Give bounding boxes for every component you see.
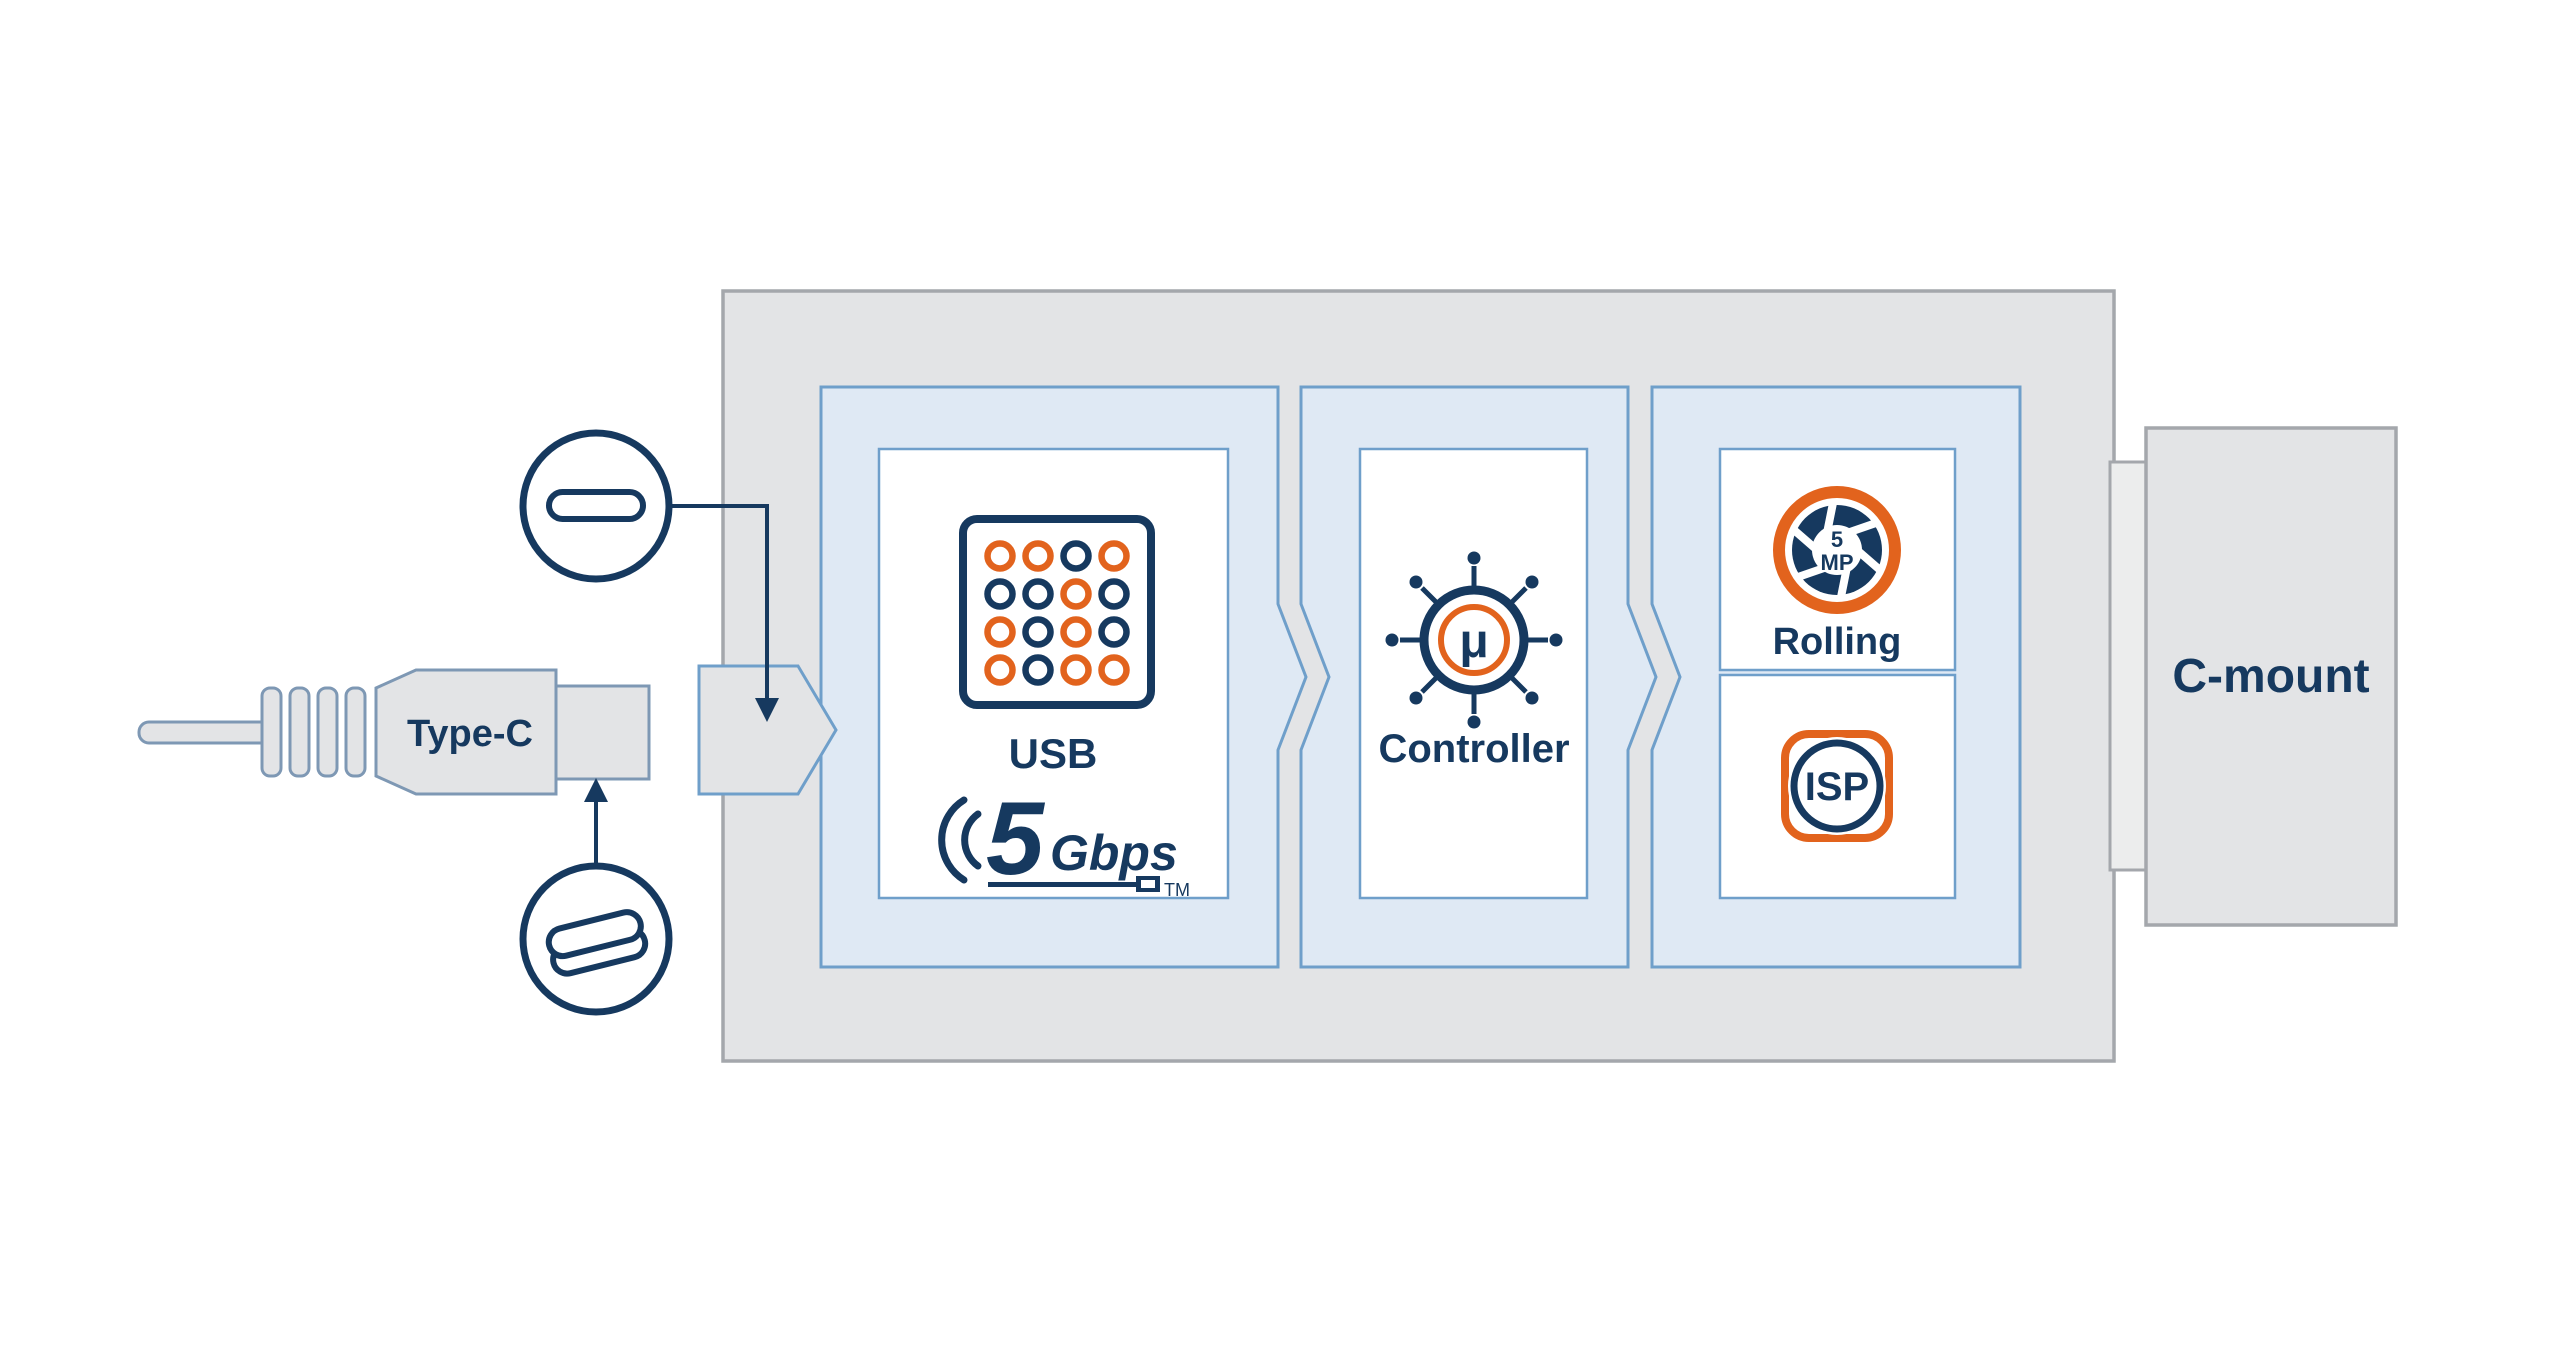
- usb-5gbps-logo: 5 Gbps TM: [938, 781, 1190, 900]
- usb-c-plug-icon: [545, 909, 649, 977]
- mcu-pin-dot: [1409, 575, 1423, 589]
- isp-corner-frame: [1781, 730, 1893, 842]
- cable-plug-body: [374, 668, 558, 796]
- shutter-icon: 5 MP: [1773, 486, 1901, 614]
- cable-plug-tip: [554, 684, 651, 781]
- mcu-inner-ring: [1438, 604, 1510, 676]
- mcu-pin-dot: [1467, 715, 1481, 729]
- usb-c-port-icon: [546, 489, 646, 522]
- mcu-pin-dot: [1409, 691, 1423, 705]
- controller-label: Controller: [1378, 727, 1569, 771]
- isp-ring: [1790, 739, 1884, 833]
- speed-trademark: TM: [1164, 880, 1190, 900]
- speed-value: 5: [986, 781, 1046, 897]
- c-mount-label: C-mount: [2172, 650, 2369, 703]
- mcu-pin-dot: [1549, 633, 1563, 647]
- mcu-symbol: μ: [1459, 615, 1488, 668]
- mcu-pin: [1510, 676, 1528, 694]
- arrow-port-to-body: [669, 504, 779, 722]
- isp-card-box: [1718, 673, 1957, 900]
- sensor-resolution-value: 5: [1831, 527, 1843, 552]
- speed-underline: [988, 882, 1136, 887]
- usb-c-port-callout: [519, 429, 673, 583]
- usb-c-plug-callout: [519, 862, 673, 1016]
- mcu-pin: [1510, 586, 1528, 604]
- usb-connector-icon: [959, 515, 1155, 709]
- arrow-plug-to-cable: [584, 778, 608, 864]
- isp-card: ISP: [1718, 673, 1957, 900]
- controller-card: μ Controller: [1358, 447, 1589, 900]
- sensor-card: 5 MP Rolling: [1718, 447, 1957, 672]
- cable-strain-relief: [260, 686, 367, 778]
- speed-arc-outer: [938, 796, 968, 884]
- speed-plug-icon-slot: [1141, 880, 1155, 888]
- shutter-label: Rolling: [1773, 621, 1902, 663]
- c-mount-block: [2144, 426, 2398, 927]
- mount-neck: [2108, 460, 2150, 872]
- usb-label: USB: [1009, 730, 1098, 777]
- mcu-icon: μ: [1385, 551, 1563, 729]
- cable-wire: [137, 720, 276, 745]
- usb-card: USB 5 Gbps TM: [877, 447, 1230, 900]
- mcu-pin: [1420, 676, 1438, 694]
- isp-icon: ISP: [1781, 730, 1893, 842]
- mcu-pin-dot: [1525, 575, 1539, 589]
- mcu-pin-dot: [1385, 633, 1399, 647]
- type-c-cable: Type-C: [137, 668, 651, 796]
- sensor-resolution-unit: MP: [1821, 550, 1854, 575]
- cable-label: Type-C: [407, 713, 533, 755]
- shutter-center: [1812, 525, 1862, 575]
- arrowhead-down: [755, 698, 779, 722]
- mcu-pin-dot: [1525, 691, 1539, 705]
- input-arrow-block: [697, 664, 838, 796]
- speed-arc-inner: [961, 810, 982, 870]
- speed-unit: Gbps: [1050, 825, 1178, 881]
- mcu-pin: [1420, 586, 1438, 604]
- arrowhead-up: [584, 778, 608, 802]
- mcu-pin-dot: [1467, 551, 1481, 565]
- isp-label: ISP: [1805, 765, 1869, 809]
